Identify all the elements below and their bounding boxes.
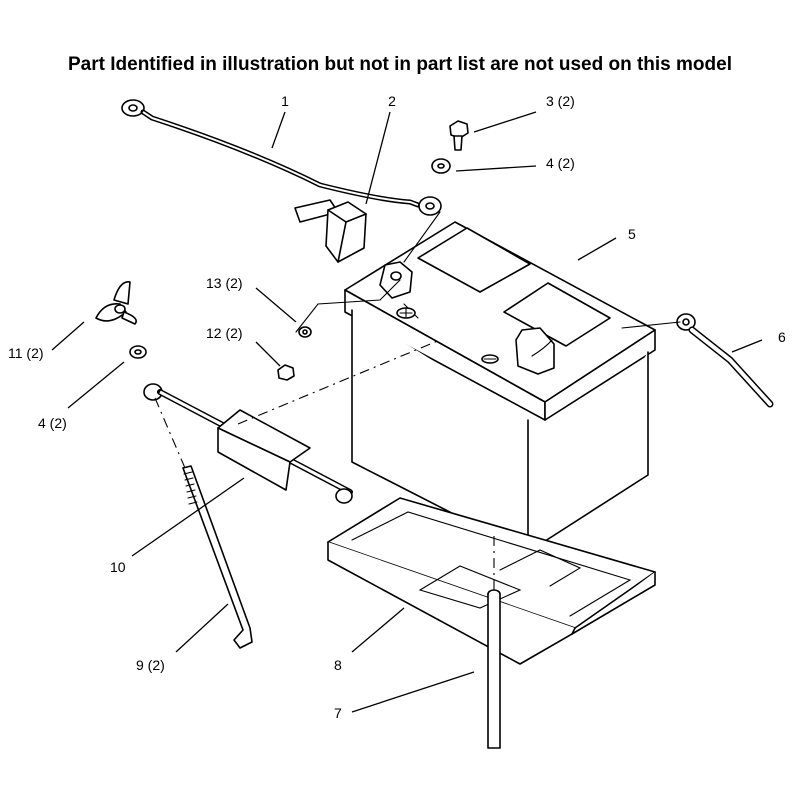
callout-9: 9 (2) [136,657,165,673]
washer-4-lower [129,345,147,359]
callout-4-top: 4 (2) [546,155,575,171]
callout-2: 2 [388,93,396,109]
callout-10: 10 [110,559,126,575]
callout-12: 12 (2) [206,325,243,341]
wing-nut-11 [95,281,137,325]
callout-6: 6 [778,329,786,345]
callout-8: 8 [334,657,342,673]
callout-1: 1 [281,93,289,109]
j-bolt-9 [182,465,253,649]
leader-lines [51,111,763,713]
hold-down-bracket-10 [143,383,353,504]
callout-4-lower: 4 (2) [38,415,67,431]
lock-washer-13 [298,326,312,338]
rod-7 [487,589,501,749]
terminal-boot-2 [294,199,367,263]
washer-4-top [431,158,451,174]
nut-12 [277,364,295,381]
callout-7: 7 [334,705,342,721]
battery-tray-8 [327,497,656,665]
diagram-title: Part Identified in illustration but not … [68,54,732,75]
callout-3: 3 (2) [546,93,575,109]
callout-11: 11 (2) [8,345,44,361]
callout-13: 13 (2) [206,275,243,291]
callout-5: 5 [628,226,636,242]
battery-5 [344,221,656,553]
battery-cable-1 [121,99,442,216]
bolt-3 [449,120,469,151]
battery-cable-6 [621,313,774,408]
